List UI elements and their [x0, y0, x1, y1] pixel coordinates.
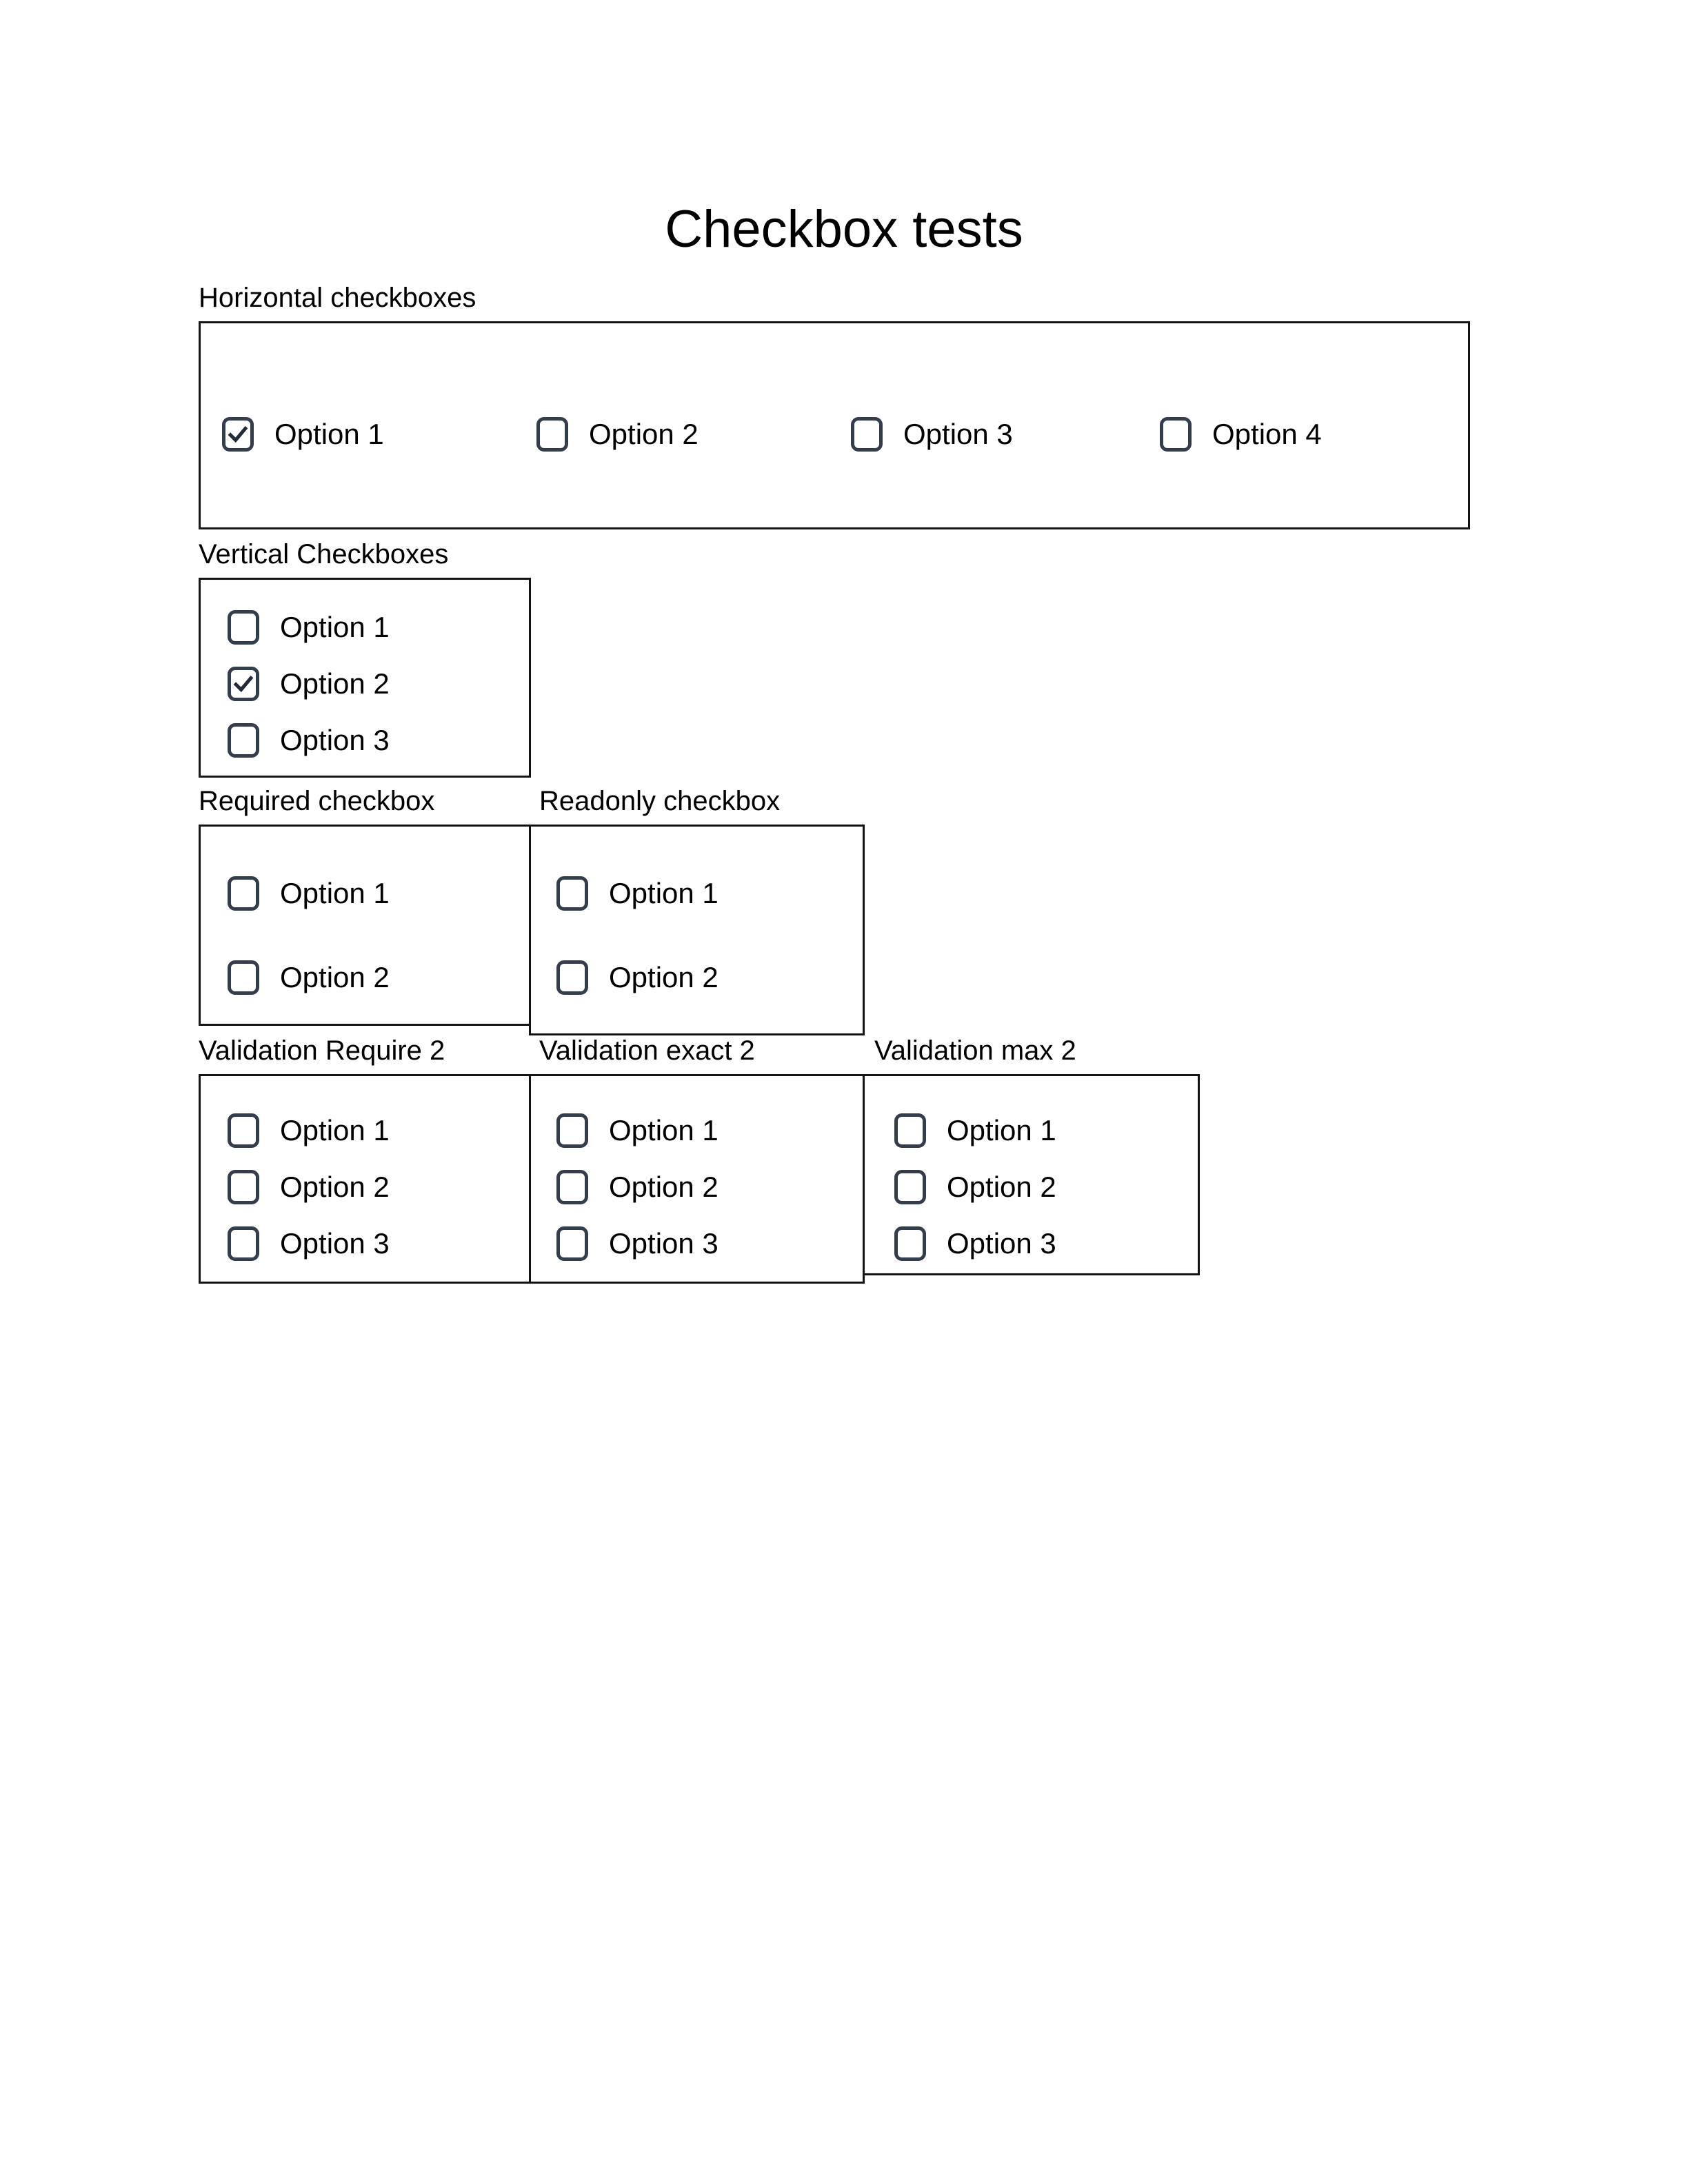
checkbox-label: Option 1 [280, 877, 390, 909]
section-label-validation-exact: Validation exact 2 [539, 1035, 755, 1066]
checkbox-option-horizontal-1[interactable]: Option 1 [222, 417, 384, 452]
checkbox-val-max-3[interactable] [894, 1226, 926, 1261]
checkbox-label: Option 2 [947, 1171, 1056, 1203]
checkbox-group-readonly: Option 1 Option 2 [529, 825, 865, 1035]
checkbox-label: Option 3 [947, 1227, 1056, 1260]
checkbox-label: Option 2 [280, 961, 390, 993]
checkbox-label: Option 4 [1212, 418, 1322, 450]
section-label-horizontal: Horizontal checkboxes [199, 283, 476, 313]
checkbox-option-val-max-2[interactable]: Option 2 [894, 1170, 1056, 1204]
checkbox-vertical-2[interactable] [228, 667, 259, 701]
checkbox-val-max-1[interactable] [894, 1113, 926, 1148]
checkbox-readonly-1[interactable] [556, 876, 588, 911]
section-readonly-checkbox: Readonly checkbox Option 1 Option 2 [529, 786, 865, 1035]
checkbox-option-val-max-1[interactable]: Option 1 [894, 1113, 1056, 1148]
checkbox-option-horizontal-3[interactable]: Option 3 [851, 417, 1013, 452]
checkbox-label: Option 2 [609, 961, 719, 993]
section-vertical-checkboxes: Vertical Checkboxes Option 1 Option 2 Op… [199, 539, 531, 778]
checkbox-group-validation-max: Option 1 Option 2 Option 3 [863, 1074, 1200, 1275]
checkbox-group-horizontal: Option 1 Option 2 Option 3 Option 4 [199, 321, 1470, 529]
checkbox-required-1[interactable] [228, 876, 259, 911]
checkbox-label: Option 2 [280, 1171, 390, 1203]
checkbox-horizontal-4[interactable] [1160, 417, 1192, 452]
checkbox-option-horizontal-4[interactable]: Option 4 [1160, 417, 1322, 452]
checkbox-label: Option 1 [280, 611, 390, 643]
checkmark-icon [228, 426, 248, 443]
checkbox-label: Option 3 [280, 724, 390, 756]
checkbox-option-val-exact-3[interactable]: Option 3 [556, 1226, 719, 1261]
checkbox-option-vertical-2[interactable]: Option 2 [228, 667, 390, 701]
section-validation-max-2: Validation max 2 Option 1 Option 2 Optio… [863, 1035, 1200, 1275]
checkbox-label: Option 1 [947, 1114, 1056, 1146]
checkbox-label: Option 1 [609, 877, 719, 909]
page-title: Checkbox tests [665, 200, 1023, 259]
section-label-validation-require: Validation Require 2 [199, 1035, 445, 1066]
section-label-required: Required checkbox [199, 786, 435, 816]
checkbox-horizontal-1[interactable] [222, 417, 254, 452]
checkbox-option-val-require-3[interactable]: Option 3 [228, 1226, 390, 1261]
checkbox-val-max-2[interactable] [894, 1170, 926, 1204]
checkbox-option-vertical-3[interactable]: Option 3 [228, 723, 390, 758]
checkbox-group-validation-require: Option 1 Option 2 Option 3 [199, 1074, 531, 1284]
checkbox-label: Option 3 [903, 418, 1013, 450]
checkbox-option-required-2[interactable]: Option 2 [228, 960, 390, 995]
checkbox-val-require-3[interactable] [228, 1226, 259, 1261]
checkbox-option-required-1[interactable]: Option 1 [228, 876, 390, 911]
checkbox-vertical-3[interactable] [228, 723, 259, 758]
checkbox-option-readonly-1[interactable]: Option 1 [556, 876, 719, 911]
checkbox-group-required: Option 1 Option 2 [199, 825, 531, 1026]
checkbox-group-validation-exact: Option 1 Option 2 Option 3 [529, 1074, 865, 1284]
section-label-validation-max: Validation max 2 [874, 1035, 1076, 1066]
checkbox-val-exact-1[interactable] [556, 1113, 588, 1148]
checkbox-option-val-max-3[interactable]: Option 3 [894, 1226, 1056, 1261]
checkbox-label: Option 1 [609, 1114, 719, 1146]
section-validation-require-2: Validation Require 2 Option 1 Option 2 O… [199, 1035, 531, 1284]
checkbox-option-val-require-1[interactable]: Option 1 [228, 1113, 390, 1148]
checkbox-label: Option 2 [589, 418, 699, 450]
section-validation-exact-2: Validation exact 2 Option 1 Option 2 Opt… [529, 1035, 865, 1284]
section-required-checkbox: Required checkbox Option 1 Option 2 [199, 786, 531, 1026]
checkbox-val-exact-3[interactable] [556, 1226, 588, 1261]
section-horizontal-checkboxes: Horizontal checkboxes Option 1 Option 2 … [199, 283, 1470, 529]
checkbox-label: Option 2 [609, 1171, 719, 1203]
checkbox-horizontal-3[interactable] [851, 417, 883, 452]
checkmark-icon [233, 676, 254, 693]
checkbox-horizontal-2[interactable] [536, 417, 568, 452]
checkbox-option-val-exact-2[interactable]: Option 2 [556, 1170, 719, 1204]
checkbox-required-2[interactable] [228, 960, 259, 995]
checkbox-readonly-2[interactable] [556, 960, 588, 995]
checkbox-vertical-1[interactable] [228, 610, 259, 645]
section-label-readonly: Readonly checkbox [539, 786, 781, 816]
checkbox-option-horizontal-2[interactable]: Option 2 [536, 417, 699, 452]
checkbox-val-require-2[interactable] [228, 1170, 259, 1204]
checkbox-option-val-exact-1[interactable]: Option 1 [556, 1113, 719, 1148]
checkbox-group-vertical: Option 1 Option 2 Option 3 [199, 578, 531, 778]
section-label-vertical: Vertical Checkboxes [199, 539, 449, 569]
checkbox-label: Option 3 [280, 1227, 390, 1260]
checkbox-val-exact-2[interactable] [556, 1170, 588, 1204]
checkbox-option-vertical-1[interactable]: Option 1 [228, 610, 390, 645]
checkbox-label: Option 1 [280, 1114, 390, 1146]
checkbox-label: Option 3 [609, 1227, 719, 1260]
checkbox-val-require-1[interactable] [228, 1113, 259, 1148]
checkbox-option-readonly-2[interactable]: Option 2 [556, 960, 719, 995]
checkbox-label: Option 1 [274, 418, 384, 450]
checkbox-label: Option 2 [280, 667, 390, 700]
checkbox-option-val-require-2[interactable]: Option 2 [228, 1170, 390, 1204]
